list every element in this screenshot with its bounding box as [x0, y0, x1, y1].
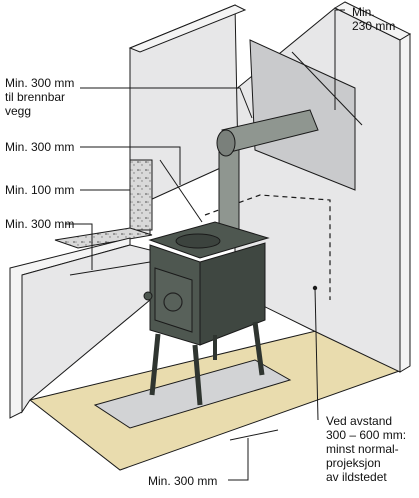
leader-top-right: [334, 9, 345, 110]
label-min-300-side-top: Min. 300 mm: [5, 140, 75, 154]
stove-leg-fr: [192, 344, 203, 406]
dim-top-right: [291, 51, 363, 126]
stove-leg-fl: [149, 333, 161, 396]
hearth-plate: [93, 359, 292, 429]
stove-pipe-end: [216, 129, 236, 157]
dim-side-low: [69, 261, 151, 276]
label-min-300-front: Min. 300 mm: [148, 474, 218, 488]
back-wall-left-top: [128, 4, 247, 53]
leader-flue: [80, 87, 253, 119]
insulation-horizontal: [54, 227, 153, 249]
stove-hob: [175, 233, 221, 249]
label-wall-distance: Ved avstand 300 – 600 mm: minst normal- …: [326, 414, 407, 484]
dot-wall-distance: [312, 285, 318, 291]
leader-wall-distance: [314, 287, 319, 421]
label-min-230: Min. 230 mm: [352, 5, 396, 33]
leader-side-top: [80, 146, 181, 185]
stove-door: [154, 267, 193, 333]
dim-front-floor: [229, 429, 279, 441]
label-min-100: Min. 100 mm: [5, 183, 75, 197]
wall-side-edge: [399, 33, 411, 373]
label-min-300-side-low: Min. 300 mm: [5, 217, 75, 231]
leader-front-floor: [228, 438, 249, 481]
stove-door-vent: [163, 292, 183, 312]
leader-side-mid: [80, 189, 131, 228]
stove-door-handle: [143, 291, 153, 301]
stove-leg-br: [252, 321, 265, 376]
label-min-300-combustible: Min. 300 mm til brennbar vegg: [5, 76, 75, 118]
leader-side-low: [65, 223, 93, 270]
stove-side: [199, 242, 266, 346]
dim-side-top: [159, 159, 203, 223]
insulation-vertical: [129, 159, 153, 231]
